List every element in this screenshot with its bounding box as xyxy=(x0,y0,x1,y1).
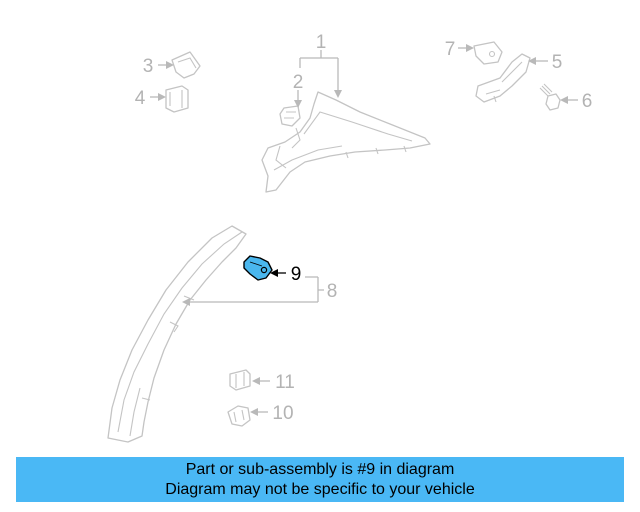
callout-8: 8 xyxy=(327,281,338,302)
part-2-clip xyxy=(279,105,301,127)
part-5-bracket xyxy=(475,53,531,103)
callout-9[interactable]: 9 xyxy=(291,264,302,285)
callout-1: 1 xyxy=(316,32,327,53)
banner-line-1: Part or sub-assembly is #9 in diagram xyxy=(185,461,455,478)
part-10-clip xyxy=(227,405,251,427)
callout-6: 6 xyxy=(582,91,593,112)
callout-10: 10 xyxy=(272,403,293,424)
callout-7: 7 xyxy=(445,39,456,60)
callout-2: 2 xyxy=(293,72,304,93)
part-4-retainer-clip xyxy=(165,85,189,113)
part-9-highlighted-clip[interactable] xyxy=(243,255,273,281)
callout-5: 5 xyxy=(552,52,563,73)
callout-3: 3 xyxy=(143,56,154,77)
leader-lines xyxy=(150,44,578,416)
part-3-bracket-clip xyxy=(171,51,201,79)
banner-line-2: Diagram may not be specific to your vehi… xyxy=(165,481,475,498)
info-banner: Part or sub-assembly is #9 in diagram Di… xyxy=(16,457,624,502)
part-6-bolt xyxy=(539,83,561,111)
callout-4: 4 xyxy=(135,88,146,109)
part-8-pillar-trim xyxy=(107,225,247,443)
callout-11: 11 xyxy=(275,372,295,393)
part-7-plate xyxy=(473,41,503,65)
part-1-upper-trim-panel xyxy=(261,91,431,193)
callout-labels: 1 2 3 4 5 6 7 8 9 10 11 xyxy=(135,32,593,424)
part-11-clip xyxy=(229,369,251,391)
